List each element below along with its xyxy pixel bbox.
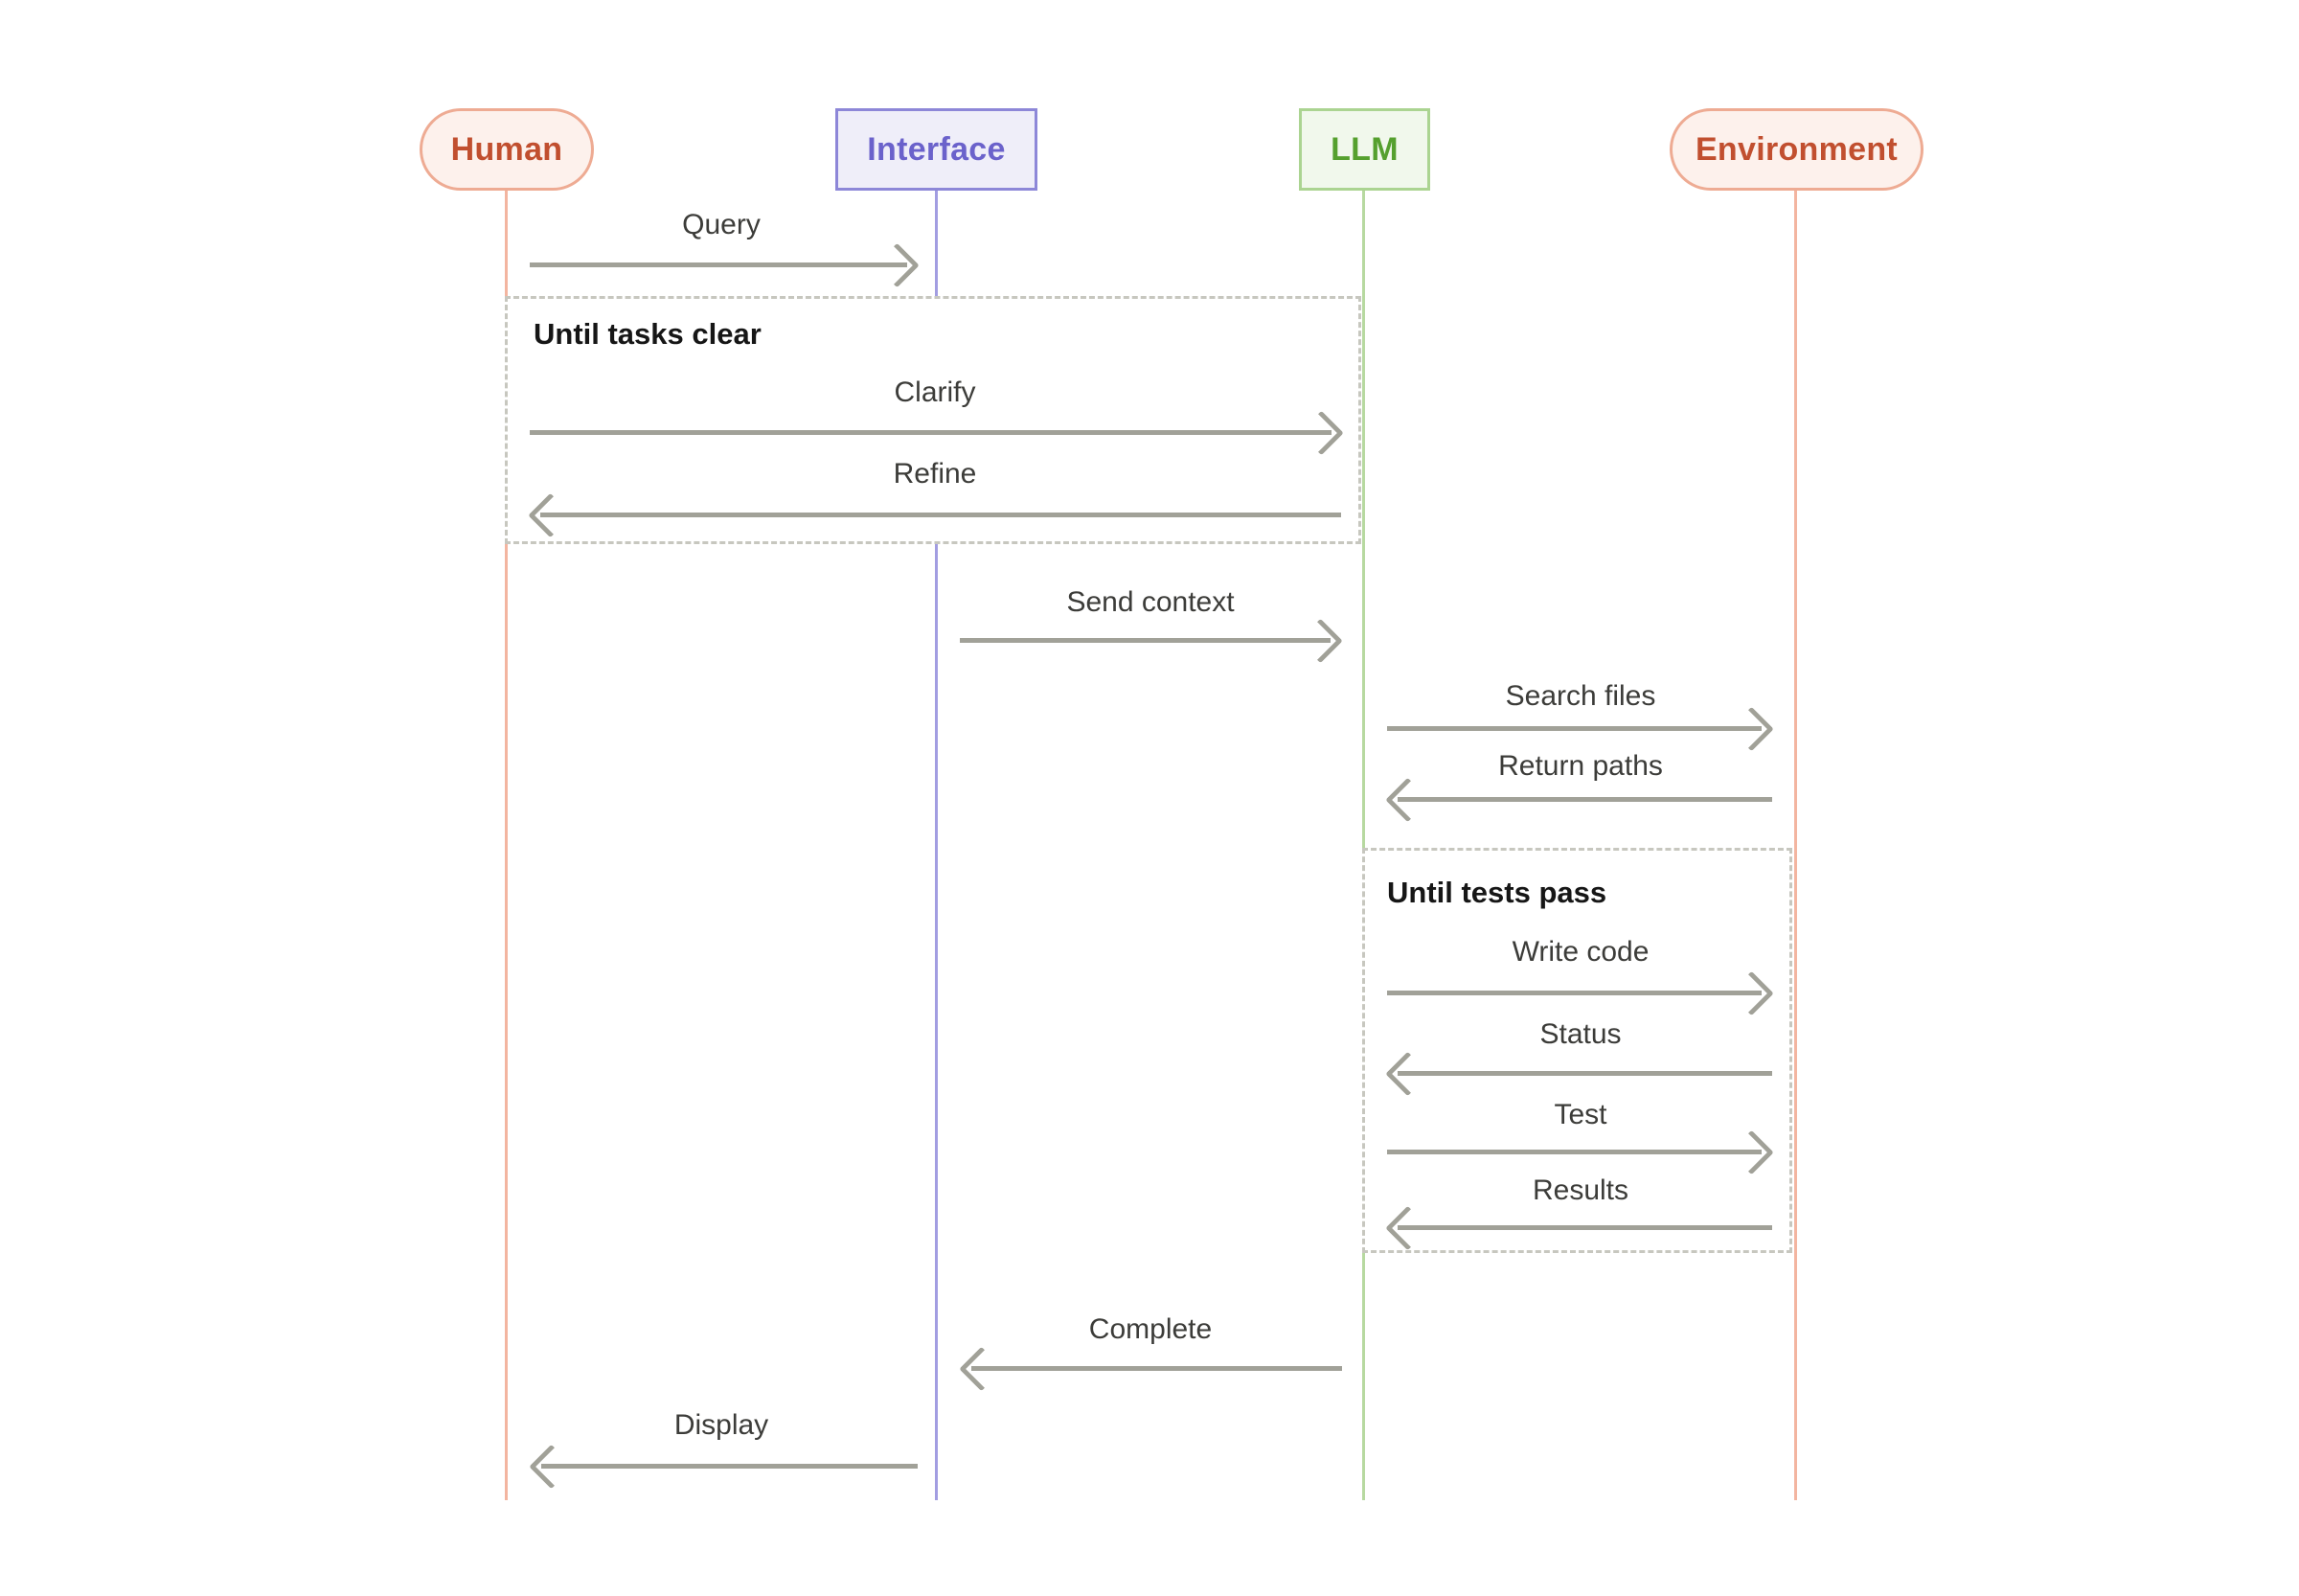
interface-lifeline	[935, 190, 938, 1500]
llm-actor: LLM	[1299, 108, 1430, 191]
clarify-label: Clarify	[894, 376, 976, 408]
search-files-arrow	[1387, 726, 1762, 731]
test-arrow	[1387, 1150, 1762, 1154]
status-arrow	[1398, 1071, 1772, 1076]
interface-actor: Interface	[835, 108, 1037, 191]
status-label: Status	[1539, 1018, 1622, 1050]
results-label: Results	[1532, 1174, 1629, 1206]
write-code-arrow	[1387, 991, 1762, 995]
return-paths-arrow	[1398, 797, 1772, 802]
search-files-label: Search files	[1505, 680, 1656, 712]
results-arrow	[1398, 1225, 1772, 1230]
write-code-label: Write code	[1512, 936, 1650, 968]
llm-lifeline	[1362, 190, 1365, 1500]
human-actor: Human	[420, 108, 594, 191]
llm-actor-label: LLM	[1331, 130, 1399, 168]
until-tasks-clear-loop	[505, 296, 1361, 544]
complete-arrow	[971, 1366, 1342, 1371]
query-label: Query	[682, 209, 761, 240]
interface-actor-label: Interface	[867, 130, 1006, 168]
refine-label: Refine	[893, 458, 977, 490]
complete-label: Complete	[1088, 1313, 1213, 1345]
test-label: Test	[1554, 1099, 1607, 1130]
environment-lifeline	[1794, 190, 1797, 1500]
environment-actor-label: Environment	[1695, 130, 1899, 168]
refine-arrow	[540, 513, 1341, 517]
send-context-label: Send context	[1066, 586, 1235, 618]
until-tests-pass-loop-title: Until tests pass	[1387, 876, 1607, 909]
clarify-arrow	[530, 430, 1332, 435]
human-actor-label: Human	[450, 130, 563, 168]
display-label: Display	[673, 1409, 769, 1441]
query-arrow	[530, 262, 907, 267]
return-paths-label: Return paths	[1498, 750, 1663, 782]
display-arrow	[541, 1464, 918, 1469]
until-tests-pass-loop	[1362, 848, 1792, 1253]
human-lifeline	[505, 190, 508, 1500]
until-tasks-clear-loop-title: Until tasks clear	[534, 317, 762, 351]
send-context-arrow	[960, 638, 1331, 643]
environment-actor: Environment	[1670, 108, 1923, 191]
